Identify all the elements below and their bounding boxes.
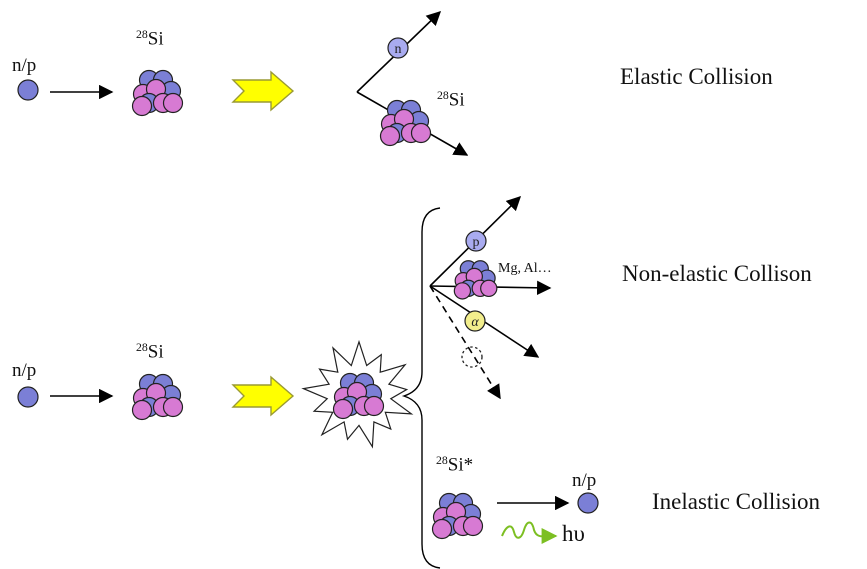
emitted-label: n/p [572,470,597,491]
incident-particle-2 [17,386,39,408]
target-label-2: 28Si [136,341,164,363]
emitted-proton-label: p [473,235,480,250]
nucleon [480,279,498,298]
nucleon [453,282,472,300]
photon-label: hυ [562,521,585,546]
excited-label: 28Si* [436,454,474,476]
recoil-label: 28Si [437,89,465,111]
emitted-alpha-label: α [471,315,479,330]
fragment-label: Mg, Al… [498,261,552,276]
nucleon [332,398,354,420]
nucleon [131,95,153,117]
non-elastic-collision-label: Non-elastic Collison [622,261,812,286]
unknown-particle [461,346,483,368]
incident-particle [17,79,39,101]
target-label: 28Si [136,28,164,50]
nucleon [379,125,401,147]
recoil-nucleus [379,99,432,147]
nucleon [363,395,385,417]
nucleon [162,92,184,114]
nucleon [410,122,432,144]
incident-label-2: n/p [12,360,37,381]
nucleon [131,399,153,421]
nucleon [162,396,184,418]
excited-nucleus [431,492,484,540]
scattered-neutron [387,37,409,59]
compound-nucleus [332,372,385,420]
emit-path-unknown [429,285,501,400]
nucleon [431,518,453,540]
inelastic-collision-label: Inelastic Collision [652,489,821,514]
right-arrow-icon-2 [231,375,295,417]
elastic-collision-label: Elastic Collision [620,64,773,89]
target-nucleus [131,69,184,117]
emitted-proton [465,230,487,252]
incident-label: n/p [12,55,37,76]
emitted-particle [577,492,599,514]
nucleon [462,515,484,537]
emitted-alpha [464,310,486,332]
scattered-neutron-label: n [395,42,402,57]
target-nucleus-2 [131,373,184,421]
bracket-icon [401,207,441,569]
fragment-nucleus [453,260,498,300]
wavy-photon-icon [501,521,558,544]
right-arrow-icon [231,70,295,112]
